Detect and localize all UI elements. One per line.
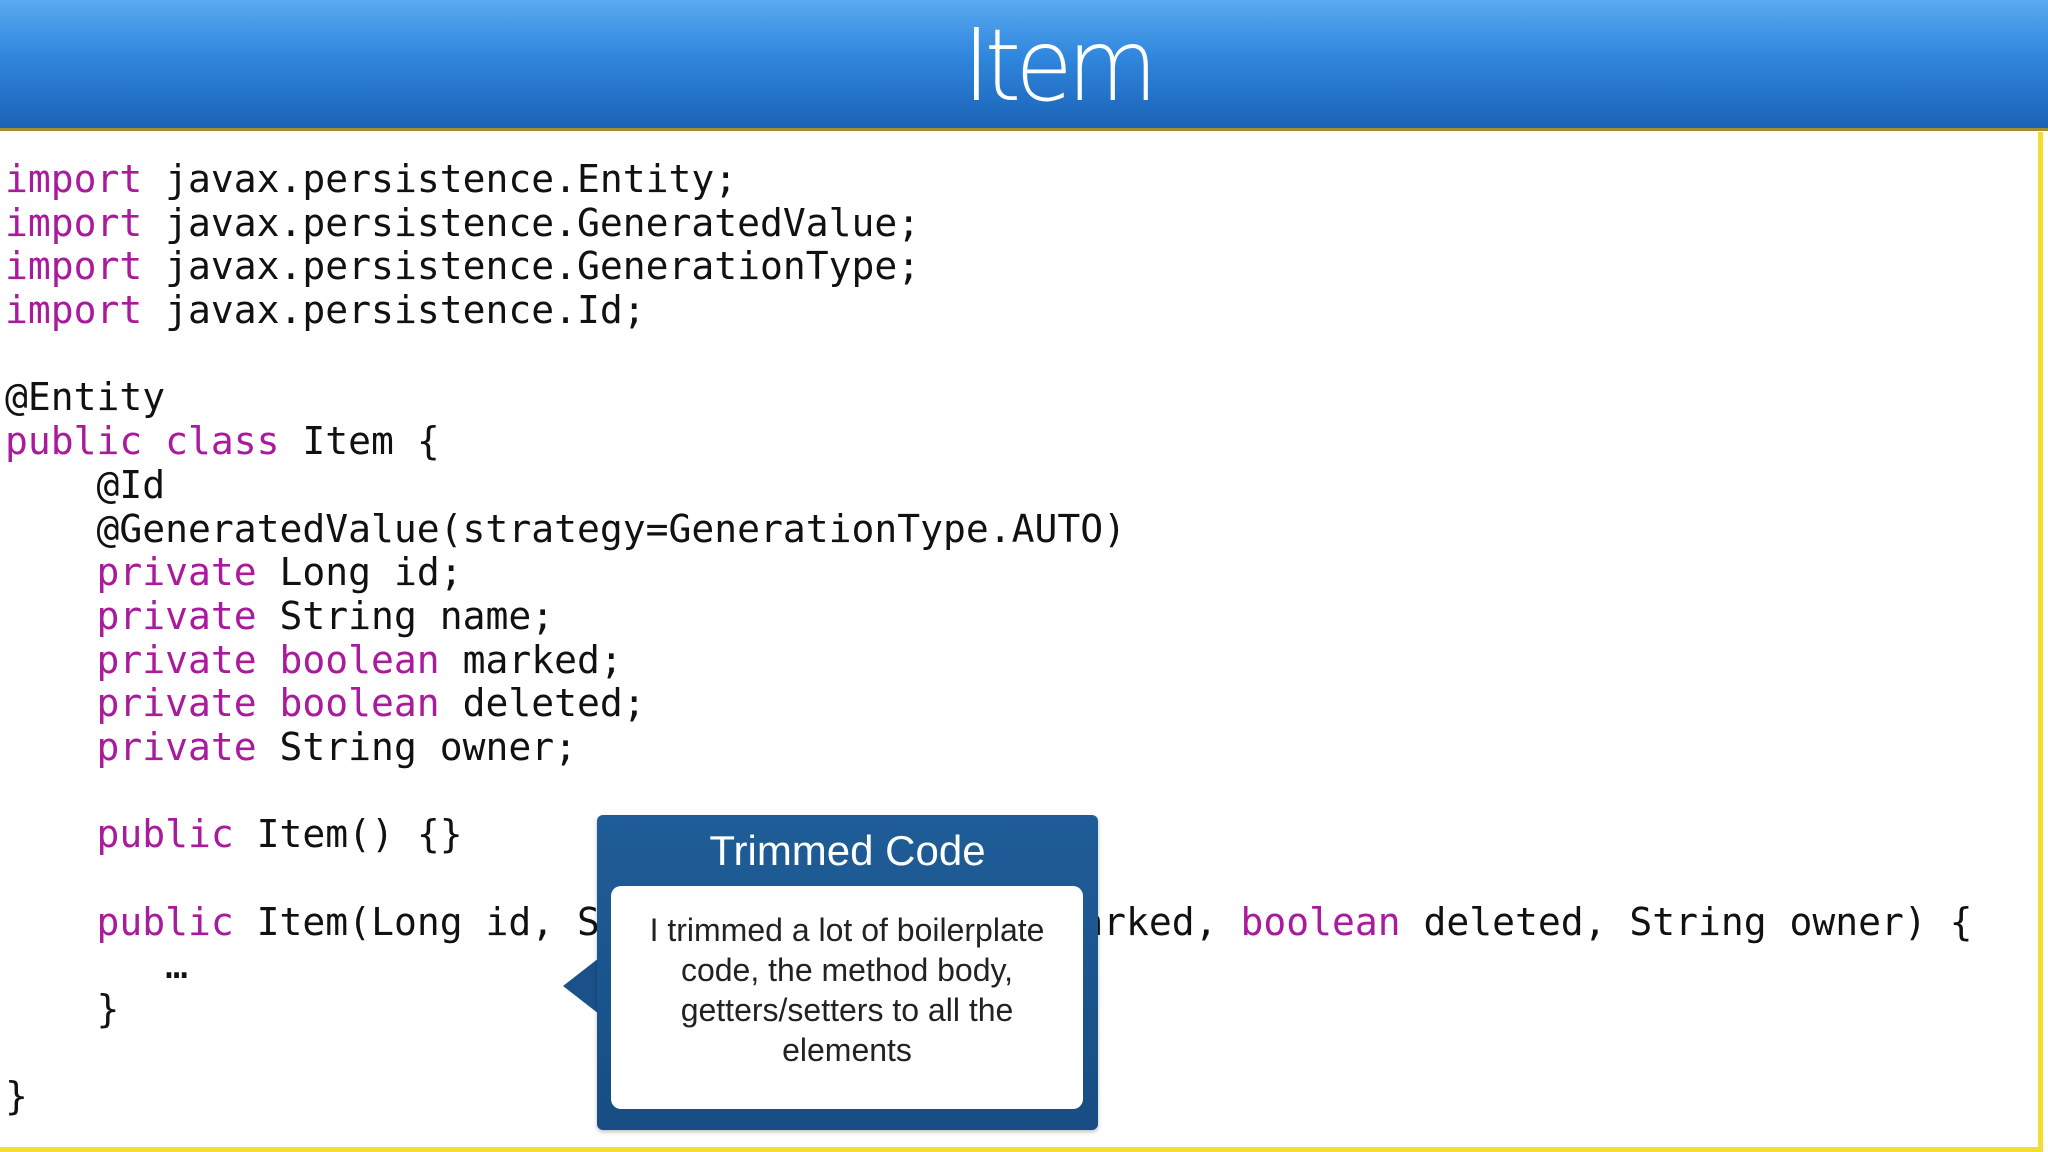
code-text: Item() {} [233,812,463,857]
code-line: @Id [5,462,1973,508]
title-bar: Item [0,0,2048,131]
code-line: private String owner; [5,724,1973,770]
code-keyword: import [5,200,143,245]
code-line: public Item() {} [5,812,1973,857]
code-keyword: import [5,288,143,333]
code-keyword: private [96,550,257,595]
code-line [5,770,1973,814]
code-text: @Entity [5,375,166,420]
callout-title: Trimmed Code [709,827,986,874]
code-text: Item { [279,419,440,464]
code-line: private boolean deleted; [5,681,1973,726]
code-line: @GeneratedValue(strategy=GenerationType.… [5,506,1973,552]
callout-body: I trimmed a lot of boilerplate code, the… [611,886,1083,1109]
code-text: javax.persistence.Entity; [142,157,738,201]
code-text: @GeneratedValue(strategy=GenerationType.… [5,506,1127,551]
code-text [5,812,97,856]
code-text: String name; [256,593,555,638]
code-line: import javax.persistence.GeneratedValue; [5,200,1973,246]
code-text: javax.persistence.GeneratedValue; [142,200,921,245]
code-line: private String name; [5,593,1973,639]
code-text: deleted; [439,681,646,726]
code-line: @Entity [5,376,1973,420]
code-keyword: public [96,899,234,944]
code-keyword: private [96,724,257,769]
slide-title: Item [962,7,1158,124]
code-text: @Id [5,462,166,507]
code-keyword: private boolean [96,681,440,726]
code-keyword: private [96,593,257,638]
callout-pointer [563,958,599,1014]
code-text [5,681,97,725]
code-text: Long id; [256,550,463,595]
code-text: deleted, String owner) { [1400,899,1973,944]
code-line [5,333,1973,377]
code-text [5,900,97,944]
code-text: String owner; [256,724,577,769]
code-line: import javax.persistence.Id; [5,288,1973,333]
code-keyword: public [96,812,234,857]
code-keyword: boolean [1240,899,1401,944]
code-keyword: import [5,157,143,201]
code-text: … [5,943,189,988]
code-keyword: public class [5,419,280,464]
code-text: } [5,987,120,1032]
code-line: } [5,1075,1973,1119]
code-text: marked; [439,637,623,682]
code-text: javax.persistence.GenerationType; [142,244,921,289]
code-line: private boolean marked; [5,637,1973,683]
code-text [5,725,97,769]
code-line: public class Item { [5,419,1973,464]
code-text: javax.persistence.Id; [142,288,646,333]
code-line: import javax.persistence.Entity; [5,157,1973,202]
code-text [5,594,97,638]
code-line: } [5,987,1973,1032]
trimmed-code-callout: Trimmed Code I trimmed a lot of boilerpl… [597,815,1098,1130]
code-keyword: import [5,244,143,289]
code-text: } [5,1074,28,1119]
code-line: … [5,944,1973,988]
code-text [5,638,97,682]
code-keyword: private boolean [96,637,440,682]
code-line: import javax.persistence.GenerationType; [5,245,1973,289]
code-text [5,550,97,594]
code-line: private Long id; [5,550,1973,595]
